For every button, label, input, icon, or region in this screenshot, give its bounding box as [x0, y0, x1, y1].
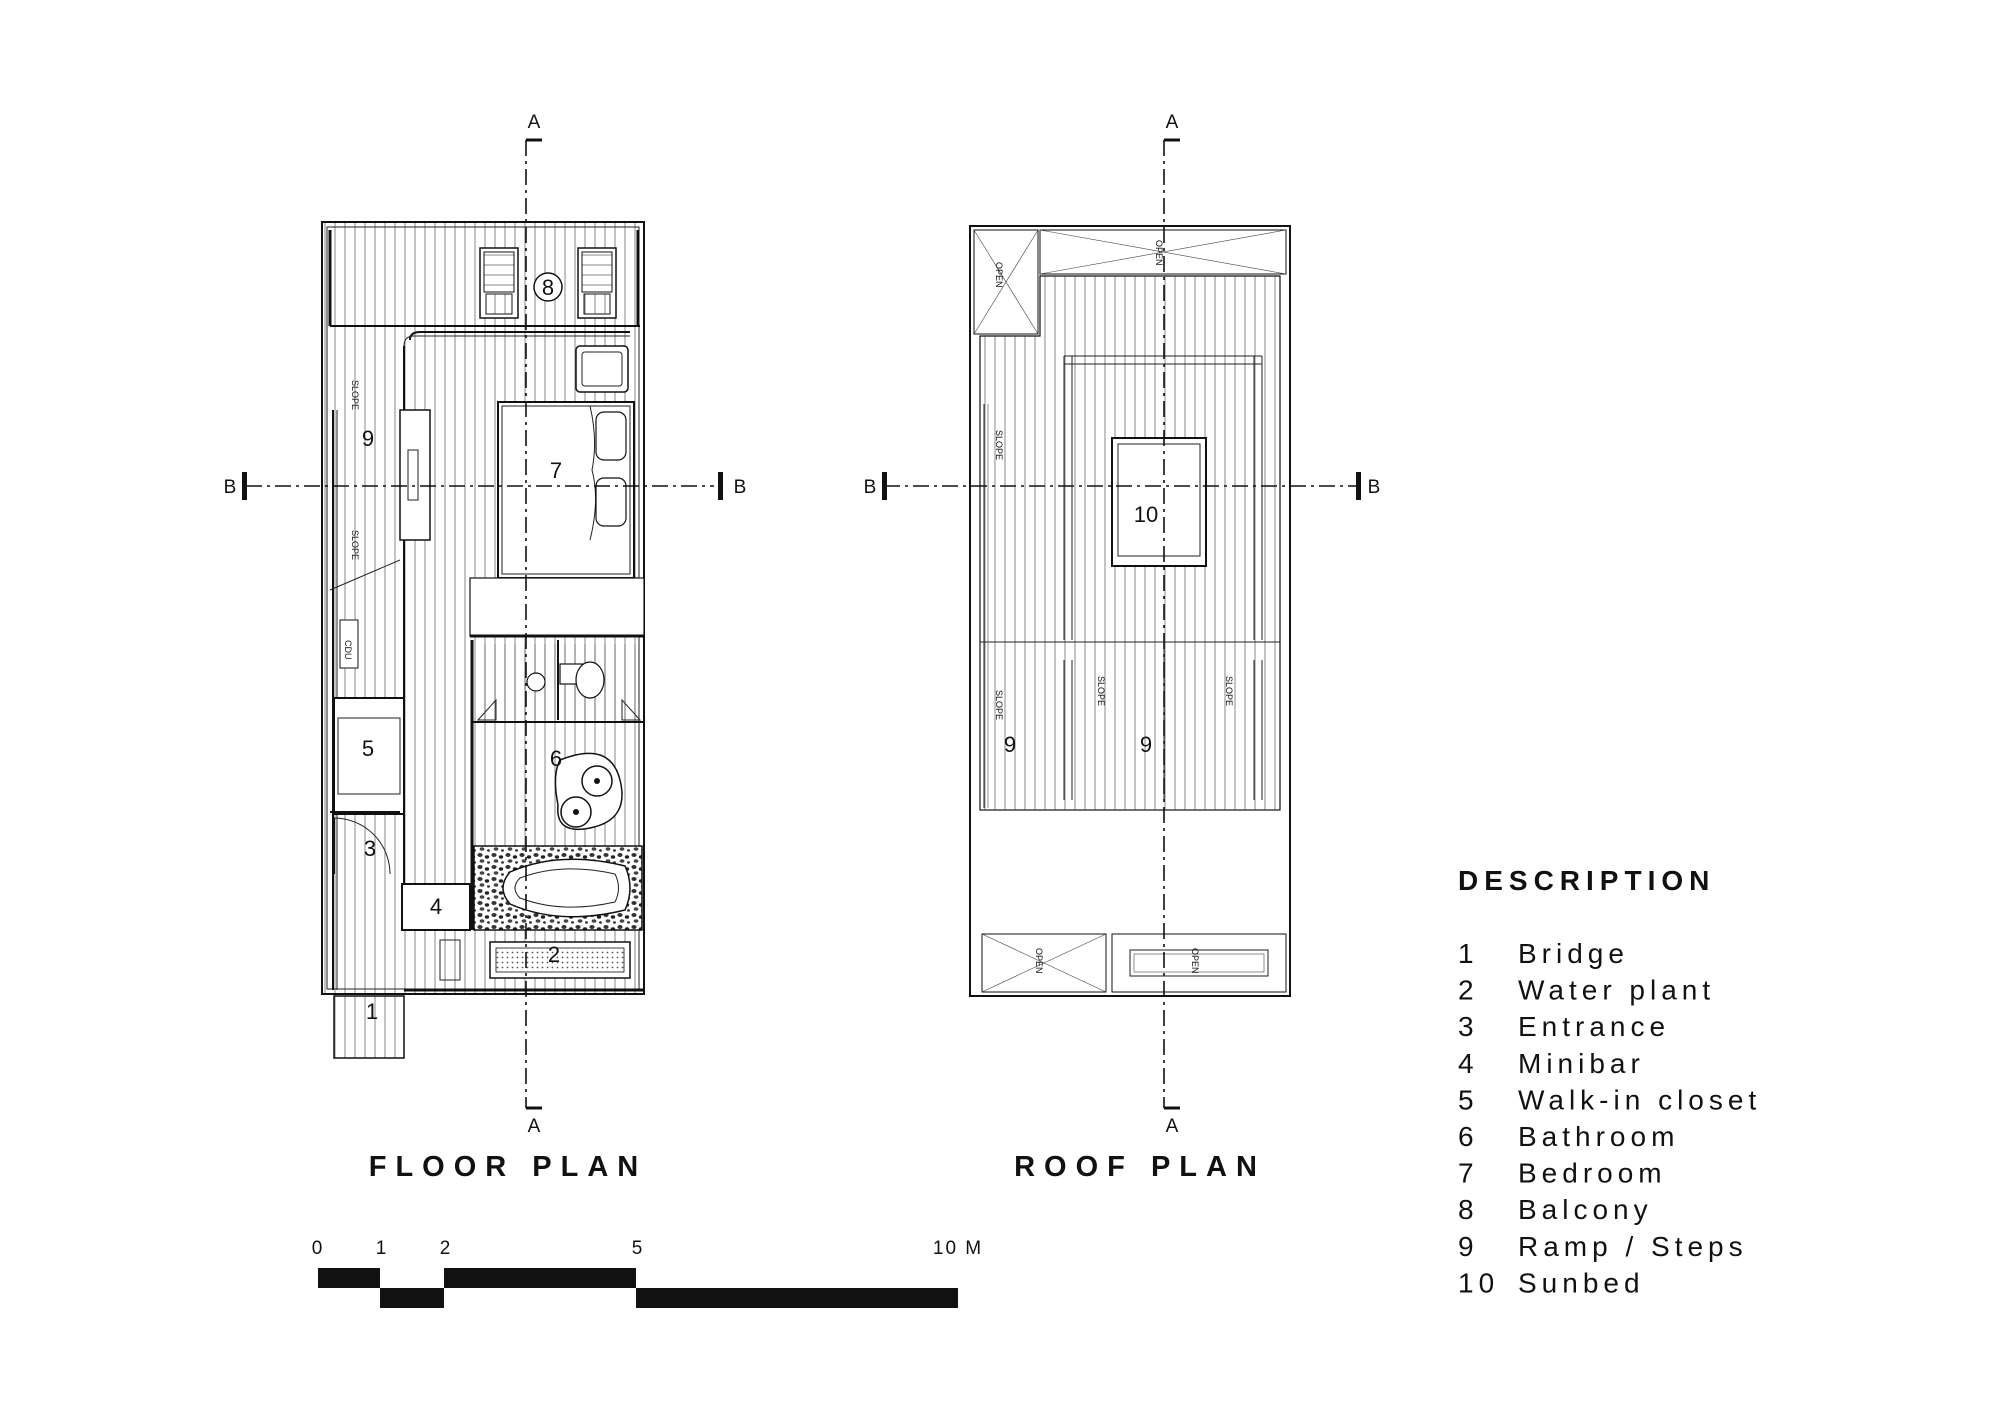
roof-slope-note-3: SLOPE	[1096, 676, 1106, 706]
section-b-left-roof: B	[864, 477, 877, 498]
bed	[497, 401, 635, 579]
roof-plan-title: ROOF PLAN	[1014, 1151, 1266, 1183]
description-legend: DESCRIPTION 1 Bridge 2 Water plant 3 Entrance…	[1458, 865, 1761, 1298]
scale-bar: 0 1 2 5 10 M	[312, 1238, 983, 1308]
scale-tick-2: 2	[440, 1238, 453, 1259]
walk-in-closet	[333, 697, 405, 815]
description-number-3: 3	[1458, 1011, 1479, 1042]
roof-label-10: 10	[1134, 502, 1158, 527]
open-note-2: OPEN	[1154, 240, 1164, 266]
open-note-3: OPEN	[1034, 948, 1044, 974]
scale-tick-5: 5	[632, 1238, 645, 1259]
room-label-2: 2	[548, 942, 560, 967]
description-label-10: Sunbed	[1518, 1267, 1645, 1298]
description-number-4: 4	[1458, 1048, 1479, 1079]
roof-openings	[973, 229, 1287, 993]
description-title: DESCRIPTION	[1458, 865, 1715, 896]
roof-rails	[980, 355, 1280, 811]
roof-label-9b: 9	[1140, 732, 1152, 757]
description-number-9: 9	[1458, 1231, 1479, 1262]
room-label-8: 8	[542, 275, 554, 300]
balcony-loungers	[479, 247, 617, 319]
roof-plan: OPEN OPEN OPEN OPEN SLOPE SLOPE SLOPE SL…	[864, 112, 1381, 1183]
room-label-9: 9	[362, 426, 374, 451]
balcony-number-circle	[533, 272, 563, 302]
description-label-4: Minibar	[1518, 1048, 1645, 1079]
roof-slope-note-2: SLOPE	[994, 690, 1004, 720]
description-label-5: Walk-in closet	[1518, 1084, 1761, 1115]
description-label-8: Balcony	[1518, 1194, 1653, 1225]
room-label-1: 1	[366, 999, 378, 1024]
section-a-top-floor: A	[528, 112, 541, 133]
description-number-6: 6	[1458, 1121, 1479, 1152]
description-label-1: Bridge	[1518, 938, 1629, 969]
armchair	[575, 345, 629, 393]
slope-note-2: SLOPE	[350, 530, 360, 560]
floor-plan: SLOPE SLOPE CDU 1 2 3 4 5 6 7 8 9 A A B …	[224, 112, 747, 1183]
roof-slope-note-1: SLOPE	[994, 430, 1004, 460]
bathtub	[502, 858, 631, 918]
section-a-top-roof: A	[1166, 112, 1179, 133]
description-number-7: 7	[1458, 1158, 1479, 1189]
room-label-3: 3	[364, 836, 376, 861]
vanity	[554, 752, 623, 830]
description-number-2: 2	[1458, 975, 1479, 1006]
room-label-6: 6	[550, 746, 562, 771]
open-note-4: OPEN	[1190, 948, 1200, 974]
cdu-label: CDU	[343, 640, 353, 660]
roof-slope-note-4: SLOPE	[1224, 676, 1234, 706]
section-a-bottom-roof: A	[1166, 1116, 1179, 1137]
minibar	[401, 883, 471, 931]
sunbed	[1111, 437, 1207, 567]
scale-tick-10: 10 M	[933, 1238, 983, 1259]
description-number-10: 10	[1458, 1267, 1499, 1298]
description-label-9: Ramp / Steps	[1518, 1231, 1748, 1262]
roof-label-9a: 9	[1004, 732, 1016, 757]
description-label-7: Bedroom	[1518, 1158, 1667, 1189]
bridge	[333, 995, 405, 1059]
description-label-6: Bathroom	[1518, 1121, 1679, 1152]
scale-tick-1: 1	[376, 1238, 389, 1259]
section-b-right-roof: B	[1368, 477, 1381, 498]
scale-tick-0: 0	[312, 1238, 325, 1259]
description-number-5: 5	[1458, 1084, 1479, 1115]
section-b-right-floor: B	[734, 477, 747, 498]
floor-plan-title: FLOOR PLAN	[369, 1151, 648, 1183]
section-b-left-floor: B	[224, 477, 237, 498]
description-number-8: 8	[1458, 1194, 1479, 1225]
room-label-4: 4	[430, 894, 442, 919]
section-a-bottom-floor: A	[528, 1116, 541, 1137]
toilet-area	[470, 640, 644, 930]
room-label-5: 5	[362, 736, 374, 761]
slope-note-1: SLOPE	[350, 380, 360, 410]
open-note-1: OPEN	[994, 262, 1004, 288]
description-label-3: Entrance	[1518, 1011, 1670, 1042]
room-label-7: 7	[550, 458, 562, 483]
description-label-2: Water plant	[1518, 975, 1715, 1006]
cdu-unit	[339, 619, 359, 669]
description-number-1: 1	[1458, 938, 1479, 969]
